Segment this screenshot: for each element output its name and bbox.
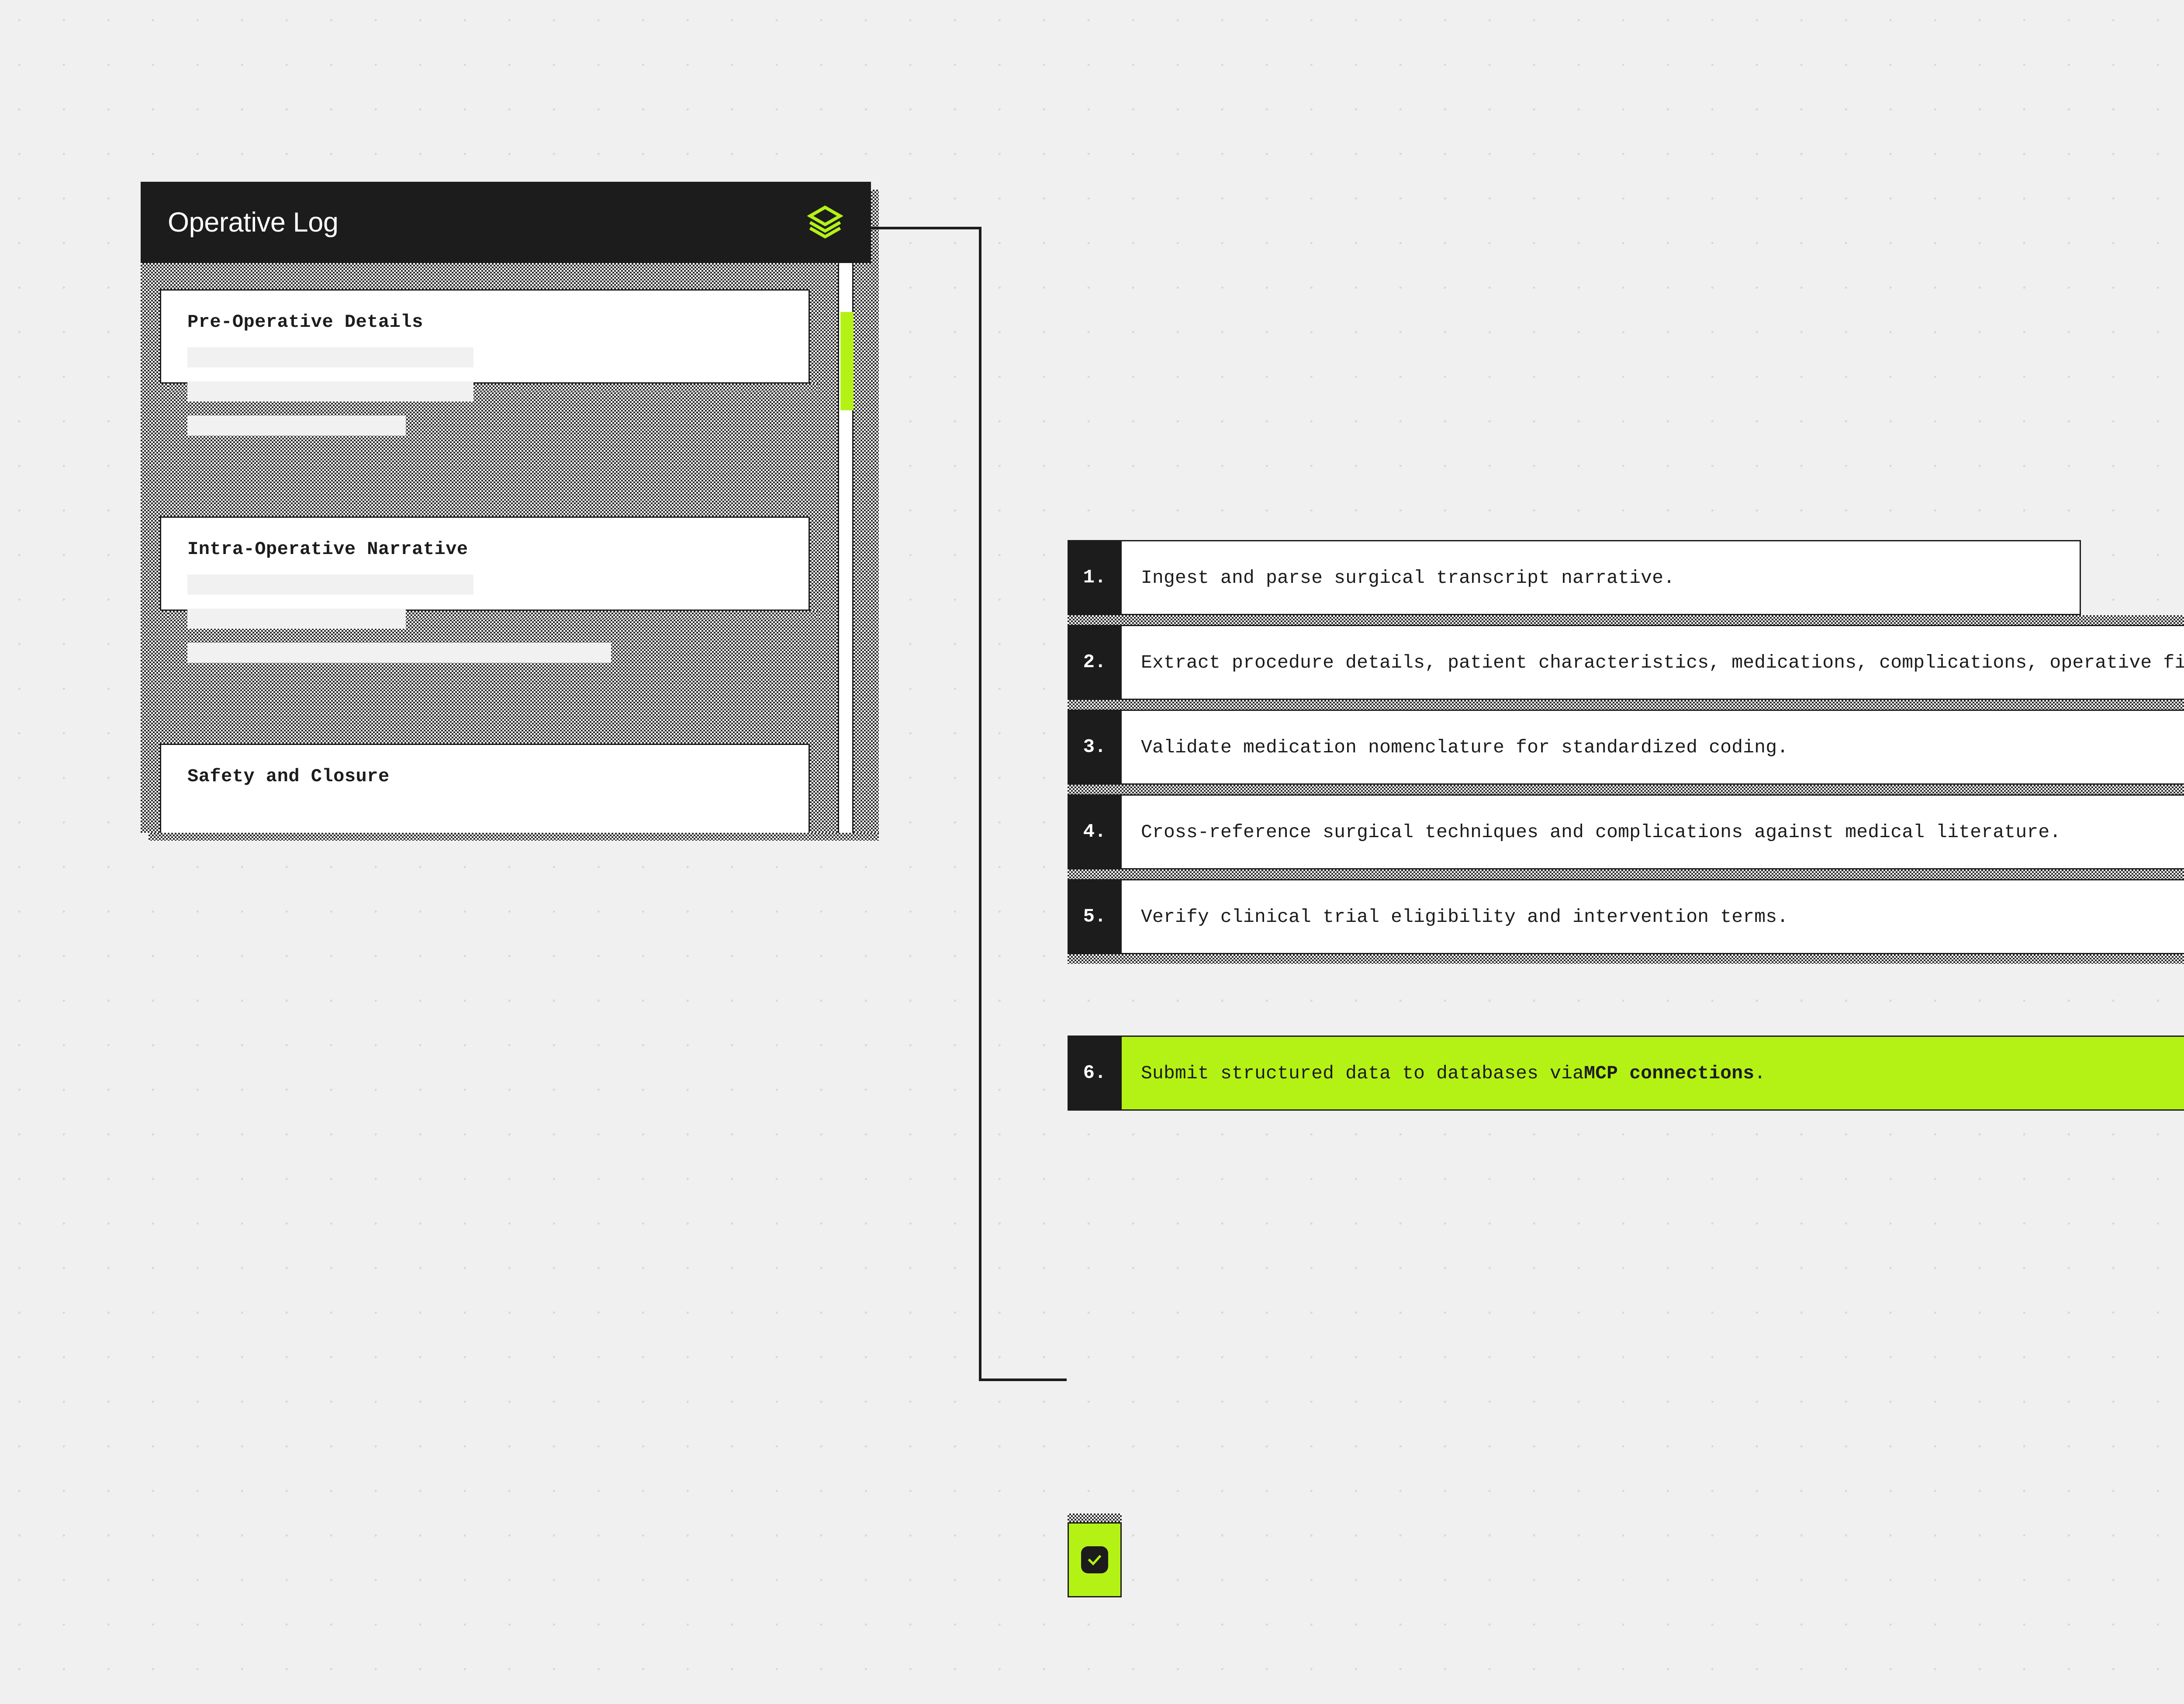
step-text-before: Submit structured data to databases via (1141, 1062, 1584, 1084)
step-text: Ingest and parse surgical transcript nar… (1122, 540, 2081, 615)
log-card-title: Pre-Operative Details (187, 312, 423, 332)
step-row[interactable]: 4. Cross-reference surgical techniques a… (1068, 794, 2184, 869)
step-text-emphasis: MCP connections (1584, 1062, 1755, 1084)
skeleton-line (187, 609, 406, 629)
step-row[interactable]: 1. Ingest and parse surgical transcript … (1068, 540, 2081, 615)
done-badge-shadow (1068, 1514, 1122, 1523)
step-row[interactable]: 6. Submit structured data to databases v… (1068, 1036, 2184, 1111)
check-icon (1081, 1546, 1108, 1573)
step-text: Extract procedure details, patient chara… (1122, 625, 2184, 700)
step-number: 5. (1068, 879, 1122, 954)
panel-header: Operative Log (141, 182, 871, 263)
step-row[interactable]: 3. Validate medication nomenclature for … (1068, 710, 2184, 785)
panel-drop-shadow-right (871, 190, 879, 841)
log-card-safety-closure[interactable]: Safety and Closure (160, 744, 810, 833)
step-shadow (1068, 785, 2184, 794)
done-badge[interactable] (1068, 1522, 1122, 1597)
skeleton-line (187, 381, 473, 402)
steps-list: 1. Ingest and parse surgical transcript … (1068, 540, 2184, 1597)
step-shadow (1068, 954, 2184, 964)
panel-scroll-area: Pre-Operative Details Intra-Operative Na… (160, 274, 838, 833)
operative-log-panel: Operative Log Pre-Operative Details (141, 182, 879, 841)
skeleton-line (187, 575, 473, 595)
step-number: 1. (1068, 540, 1122, 615)
page-title: Operative Log (168, 207, 339, 238)
step-text: Validate medication nomenclature for sta… (1122, 710, 2184, 785)
step-number: 6. (1068, 1036, 1122, 1111)
step-number: 4. (1068, 794, 1122, 869)
panel-body: Pre-Operative Details Intra-Operative Na… (141, 263, 871, 833)
step-shadow (1068, 869, 2184, 879)
step-number: 3. (1068, 710, 1122, 785)
skeleton-line (187, 643, 611, 663)
log-card-title: Safety and Closure (187, 766, 390, 787)
step-number: 2. (1068, 625, 1122, 700)
log-card-intra-operative[interactable]: Intra-Operative Narrative (160, 516, 810, 663)
connector-line (869, 218, 1088, 1398)
panel-scrollbar[interactable] (838, 263, 854, 833)
step-text: Cross-reference surgical techniques and … (1122, 794, 2184, 869)
log-card-pre-operative[interactable]: Pre-Operative Details (160, 289, 810, 436)
step-row[interactable]: 2. Extract procedure details, patient ch… (1068, 625, 2184, 700)
step-text: Verify clinical trial eligibility and in… (1122, 879, 2184, 954)
step-text: Submit structured data to databases via … (1122, 1036, 2184, 1111)
skeleton-line (187, 347, 473, 367)
panel-drop-shadow-bottom (149, 833, 879, 841)
log-card-title: Intra-Operative Narrative (187, 539, 468, 560)
step-shadow (1068, 700, 2184, 710)
step-row[interactable]: 5. Verify clinical trial eligibility and… (1068, 879, 2184, 954)
skeleton-line (187, 416, 406, 436)
step-shadow (1068, 615, 2184, 625)
layers-stack-icon[interactable] (807, 204, 843, 240)
step-text-after: . (1754, 1062, 1766, 1084)
scrollbar-thumb[interactable] (840, 312, 854, 410)
